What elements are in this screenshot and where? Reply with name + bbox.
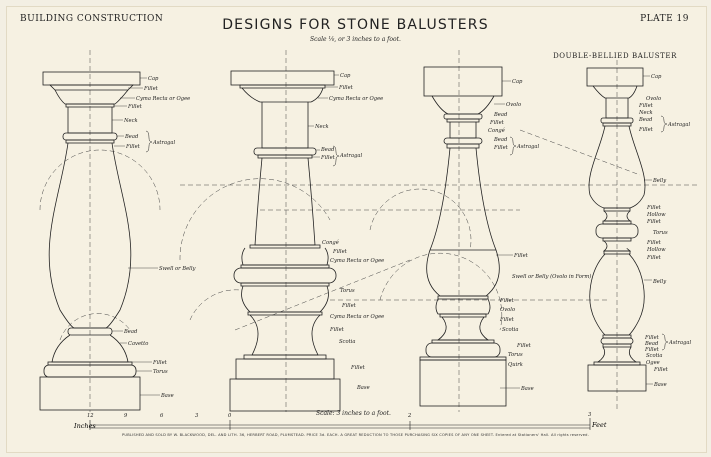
baluster-4 <box>586 67 647 392</box>
label-b4-cap: Cap <box>651 74 662 80</box>
label-b2-astragal: Astragal <box>339 153 362 159</box>
label-b3-quirk: Quirk <box>508 362 523 368</box>
label-b4-bead: Bead <box>638 117 653 123</box>
label-b4-ogee: Ogee <box>646 360 660 366</box>
label-b3-bead: Bead <box>493 112 508 118</box>
label-b2-fillet-4: Fillet <box>341 303 357 309</box>
label-b1-cap: Cap <box>148 76 159 82</box>
label-b3-base: Base <box>520 386 534 392</box>
label-b4-fillet-5: Fillet <box>646 240 662 246</box>
label-b2-base: Base <box>356 385 370 391</box>
baluster-2 <box>229 70 341 412</box>
label-b2-cyma-3: Cyma Recta or Ogee <box>330 314 384 320</box>
label-b4-fillet-7: Fillet <box>644 335 660 341</box>
label-b2-fillet-5: Fillet <box>329 327 345 333</box>
scale-tick: 3 <box>588 412 592 418</box>
scale-caption: Scale: 3 inches to a foot. <box>316 410 391 417</box>
label-b2-conge: Congé <box>322 239 339 246</box>
label-b4-hollow-2: Hollow <box>646 247 666 253</box>
label-b1-fillet: Fillet <box>143 86 159 92</box>
label-b3-swell: Swell or Belly (Ovolo in Form) <box>512 273 591 280</box>
label-b1-fillet-2: Fillet <box>127 104 143 110</box>
label-b3-fillet-6: Fillet <box>516 343 532 349</box>
label-b3-fillet-3: Fillet <box>513 253 529 259</box>
label-b2-cyma-2: Cyma Recta or Ogee <box>330 258 384 264</box>
header-series-title: BUILDING CONSTRUCTION <box>20 14 164 24</box>
label-b2-scotia: Scotia <box>339 339 355 345</box>
label-b3-fillet-4: Fillet <box>499 298 515 304</box>
scale-tick: 6 <box>160 413 164 419</box>
scale-tick: 0 <box>228 413 232 419</box>
scale-right-unit: Feet <box>592 421 607 429</box>
label-b4-astragal-2: Astragal <box>668 340 691 346</box>
label-b2-neck: Neck <box>314 124 329 130</box>
label-b4-fillet-2: Fillet <box>638 127 654 133</box>
label-b1-cavetto: Cavetto <box>128 341 148 347</box>
label-b1-base: Base <box>160 393 174 399</box>
label-b4-fillet: Fillet <box>638 103 654 109</box>
label-b4-fillet-6: Fillet <box>646 255 662 261</box>
label-b3-fillet-5: Fillet <box>499 317 515 323</box>
label-b3-fillet: Fillet <box>489 120 505 126</box>
label-b2-fillet-2: Fillet <box>320 155 336 161</box>
label-b3-conge: Congé <box>488 127 505 134</box>
label-b4-hollow: Hollow <box>646 212 666 218</box>
page-title: DESIGNS FOR STONE BALUSTERS <box>222 17 489 33</box>
label-b1-torus: Torus <box>153 369 168 375</box>
scale-bar <box>89 418 591 430</box>
label-b4-belly-2: Belly <box>652 279 666 285</box>
publisher-footer: PUBLISHED AND SOLD BY W. BLACKWOOD, DEL.… <box>122 433 589 437</box>
baluster-3 <box>419 66 507 407</box>
label-b1-fillet-4: Fillet <box>152 360 168 366</box>
label-b4-torus: Torus <box>653 230 668 236</box>
label-b1-astragal: Astragal <box>152 140 175 146</box>
label-b3-scotia: Scotia <box>502 327 518 333</box>
label-b4-belly: Belly <box>652 178 666 184</box>
label-b4-fillet-3: Fillet <box>646 205 662 211</box>
plate-number: PLATE 19 <box>640 14 689 24</box>
label-b2-fillet-3: Fillet <box>332 249 348 255</box>
label-b4-ovolo: Ovolo <box>646 96 661 102</box>
label-b3-fillet-2: Fillet <box>493 145 509 151</box>
scale-tick: 12 <box>87 413 94 419</box>
label-b2-fillet: Fillet <box>338 85 354 91</box>
label-b2-cyma: Cyma Recta or Ogee <box>329 96 383 102</box>
label-b2-cap: Cap <box>340 73 351 79</box>
label-b2-torus: Torus <box>340 288 355 294</box>
double-bellied-title: DOUBLE-BELLIED BALUSTER <box>553 52 677 60</box>
label-b3-ovolo-2: Ovolo <box>500 307 515 313</box>
paper <box>6 6 707 453</box>
label-b3-bead-2: Bead <box>493 137 508 143</box>
label-b1-bead-2: Bead <box>123 329 138 335</box>
label-b3-ovolo: Ovolo <box>506 102 521 108</box>
label-b1-bead: Bead <box>124 134 139 140</box>
scale-left-unit: Inches <box>74 422 96 430</box>
label-b4-fillet-8: Fillet <box>644 347 660 353</box>
label-b1-cyma: Cyma Recta or Ogee <box>136 96 190 102</box>
label-b4-astragal: Astragal <box>667 122 690 128</box>
label-b3-torus: Torus <box>508 352 523 358</box>
label-b4-base: Base <box>653 382 667 388</box>
label-b1-neck: Neck <box>123 118 138 124</box>
label-b2-fillet-6: Fillet <box>350 365 366 371</box>
scale-tick: 9 <box>124 413 128 419</box>
scale-tick: 3 <box>195 413 199 419</box>
label-b3-cap: Cap <box>512 79 523 85</box>
label-b3-astragal: Astragal <box>516 144 539 150</box>
label-b4-fillet-4: Fillet <box>646 219 662 225</box>
label-b2-bead: Bead <box>320 147 335 153</box>
label-b1-fillet-3: Fillet <box>125 144 141 150</box>
label-b1-swell: Swell or Belly <box>159 266 195 272</box>
label-b4-fillet-9: Fillet <box>653 367 669 373</box>
scale-tick: 2 <box>407 413 411 419</box>
label-b4-neck: Neck <box>638 110 653 116</box>
label-b4-bead-2: Bead <box>644 341 659 347</box>
label-b4-scotia: Scotia <box>646 353 662 359</box>
scale-note: Scale ⅛, or 3 inches to a foot. <box>310 36 401 43</box>
